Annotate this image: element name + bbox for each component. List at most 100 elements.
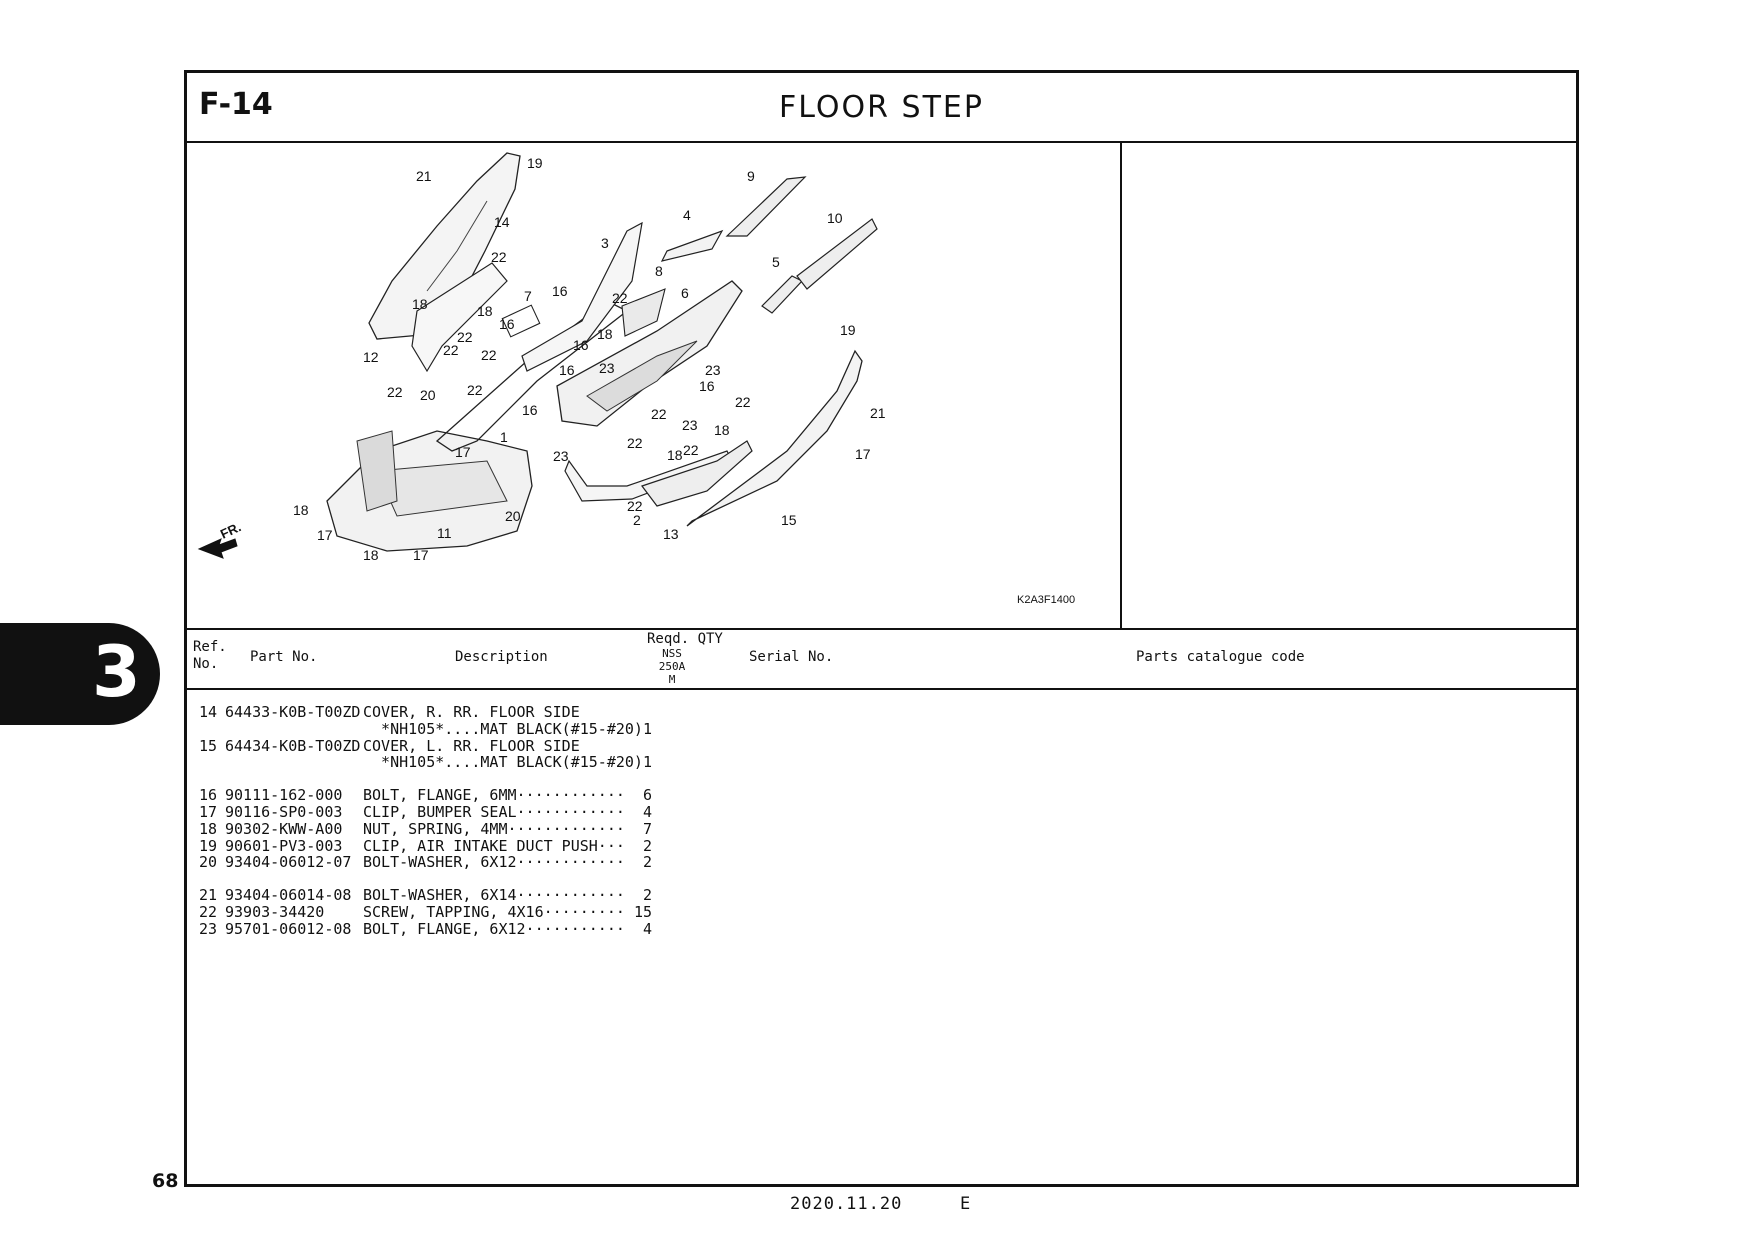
table-row: 21 93404-06014-08 BOLT-WASHER, 6X14·····… — [198, 886, 652, 905]
table-row: 15 64434-K0B-T00ZD COVER, L. RR. FLOOR S… — [198, 736, 580, 755]
callout: 22 — [683, 442, 699, 458]
col-catalogue-code: Parts catalogue code — [1136, 649, 1305, 665]
callout: 21 — [416, 168, 432, 184]
callout: 22 — [612, 290, 628, 306]
callout: 11 — [437, 525, 452, 541]
callout: 20 — [420, 387, 436, 403]
callout: 16 — [699, 378, 715, 394]
callout: 18 — [597, 326, 613, 342]
callout: 22 — [467, 382, 483, 398]
front-arrow-icon — [197, 538, 238, 559]
page-number: 68 — [152, 1170, 179, 1192]
col-qty-model: NSS 250A M — [658, 647, 686, 686]
callout: 16 — [552, 283, 568, 299]
callout: 22 — [481, 347, 497, 363]
callout: 18 — [714, 422, 730, 438]
col-part-no: Part No. — [250, 649, 318, 665]
callout: 22 — [627, 435, 643, 451]
part-3-shape — [521, 221, 643, 372]
callout: 22 — [627, 498, 643, 514]
side-panel — [1122, 141, 1576, 630]
section-code: F-14 — [199, 87, 273, 122]
callout: 22 — [387, 384, 403, 400]
part-9-shape — [725, 176, 807, 237]
table-row: 18 90302-KWW-A00 NUT, SPRING, 4MM·······… — [198, 819, 652, 838]
callout: 21 — [870, 405, 886, 421]
part-14-shape — [368, 152, 521, 340]
part-5-shape — [761, 275, 803, 314]
callout: 13 — [663, 526, 679, 542]
callout: 15 — [781, 512, 797, 528]
callout: 23 — [553, 448, 569, 464]
col-ref-no: Ref. No. — [193, 639, 227, 672]
callout: 17 — [413, 547, 429, 563]
callout: 18 — [363, 547, 379, 563]
table-row: 22 93903-34420 SCREW, TAPPING, 4X16·····… — [198, 902, 652, 921]
callout: 18 — [293, 502, 309, 518]
callout: 8 — [655, 263, 663, 279]
callout: 22 — [491, 249, 507, 265]
page-frame: F-14 FLOOR STEP — [184, 70, 1579, 1187]
part-15-shape — [686, 349, 863, 527]
diagram-svg: 21 19 14 9 4 10 3 22 8 5 6 7 16 22 18 18… — [197, 152, 1075, 606]
part-4-shape — [660, 229, 724, 262]
table-row: 20 93404-06012-07 BOLT-WASHER, 6X12·····… — [198, 853, 652, 872]
footer-edition: E — [960, 1194, 971, 1214]
part-10-shape — [796, 218, 878, 290]
callout: 14 — [494, 214, 510, 230]
table-row: 23 95701-06012-08 BOLT, FLANGE, 6X12····… — [198, 919, 652, 938]
part-12-shape — [411, 262, 508, 373]
table-row: *NH105*....MAT BLACK(#15-#20) 1 — [363, 753, 652, 772]
callout: 2 — [633, 512, 641, 528]
callout: 23 — [599, 360, 615, 376]
callout: 1 — [500, 429, 508, 445]
callout: 16 — [499, 316, 515, 332]
parts-list: 14 64433-K0B-T00ZD COVER, R. RR. FLOOR S… — [197, 703, 652, 938]
callout: 22 — [457, 329, 473, 345]
callout: 9 — [747, 168, 755, 184]
exploded-diagram: 21 19 14 9 4 10 3 22 8 5 6 7 16 22 18 18… — [187, 141, 1122, 630]
callout: 6 — [681, 285, 689, 301]
front-marker: FR. — [218, 519, 243, 541]
callout: 16 — [559, 362, 575, 378]
table-row: 17 90116-SP0-003 CLIP, BUMPER SEAL······… — [198, 802, 652, 821]
table-row: 16 90111-162-000 BOLT, FLANGE, 6MM······… — [198, 786, 652, 805]
table-row: *NH105*....MAT BLACK(#15-#20) 1 — [363, 719, 652, 738]
header-row: F-14 FLOOR STEP — [187, 73, 1576, 143]
callout: 10 — [827, 210, 843, 226]
col-reqd-qty: Reqd. QTY — [647, 631, 723, 647]
part-8-shape — [621, 288, 666, 337]
callout: 16 — [573, 337, 589, 353]
part-7-shape — [501, 304, 541, 338]
callout: 23 — [705, 362, 721, 378]
figure-code: K2A3F1400 — [1017, 594, 1075, 606]
callout: 18 — [412, 296, 428, 312]
callout: 12 — [363, 349, 379, 365]
page-title: FLOOR STEP — [779, 90, 984, 125]
callout: 7 — [524, 288, 532, 304]
col-serial-no: Serial No. — [749, 649, 834, 665]
callout: 3 — [601, 235, 609, 251]
table-row: 19 90601-PV3-003 CLIP, AIR INTAKE DUCT P… — [198, 836, 652, 855]
callout: 16 — [522, 402, 538, 418]
callout: 22 — [651, 406, 667, 422]
callout: 18 — [477, 303, 493, 319]
callout: 18 — [667, 447, 683, 463]
callout: 23 — [682, 417, 698, 433]
table-header: Ref. No. Part No. Description Reqd. QTY … — [187, 630, 1576, 690]
callout: 17 — [317, 527, 333, 543]
callout: 17 — [455, 444, 471, 460]
callout: 20 — [505, 508, 521, 524]
callout: 19 — [840, 322, 856, 338]
callout: 19 — [527, 155, 543, 171]
callout: 5 — [772, 254, 780, 270]
table-row: 14 64433-K0B-T00ZD COVER, R. RR. FLOOR S… — [198, 703, 580, 721]
callout: 4 — [683, 207, 691, 223]
section-tab-number: 3 — [92, 631, 141, 713]
part-13-shape — [641, 440, 753, 507]
section-tab: 3 — [0, 623, 160, 725]
footer-date: 2020.11.20 — [790, 1194, 903, 1214]
callout: 22 — [735, 394, 751, 410]
callout: 17 — [855, 446, 871, 462]
col-description: Description — [455, 649, 548, 665]
